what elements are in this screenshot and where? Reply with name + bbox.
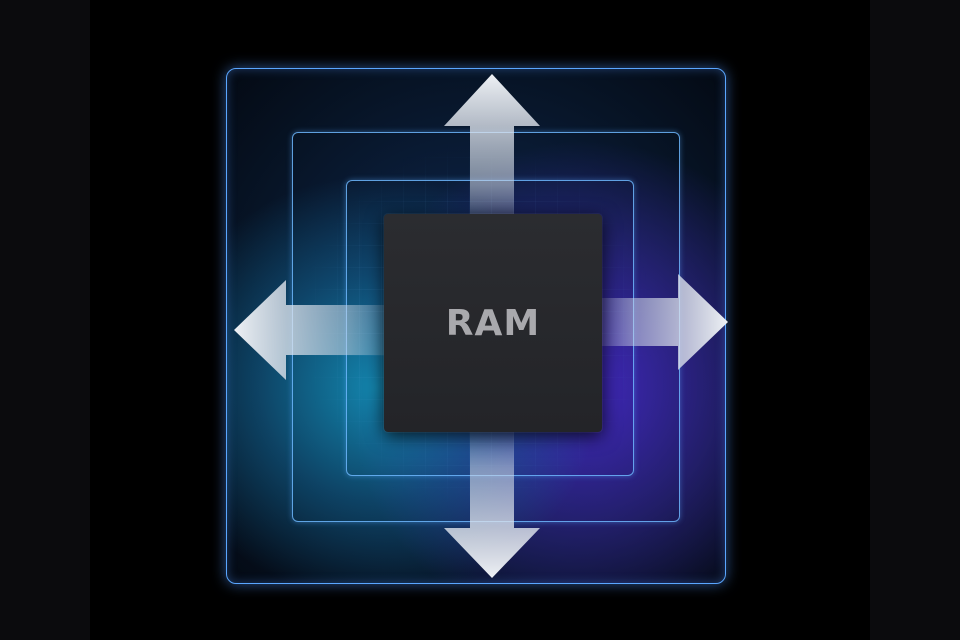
arrow-left-icon [234,280,388,380]
arrow-right-icon [598,274,728,370]
ram-chip: RAM [384,214,602,432]
arrow-up-icon [444,74,540,222]
arrow-down-icon [444,432,540,578]
ram-chip-label: RAM [445,302,541,344]
